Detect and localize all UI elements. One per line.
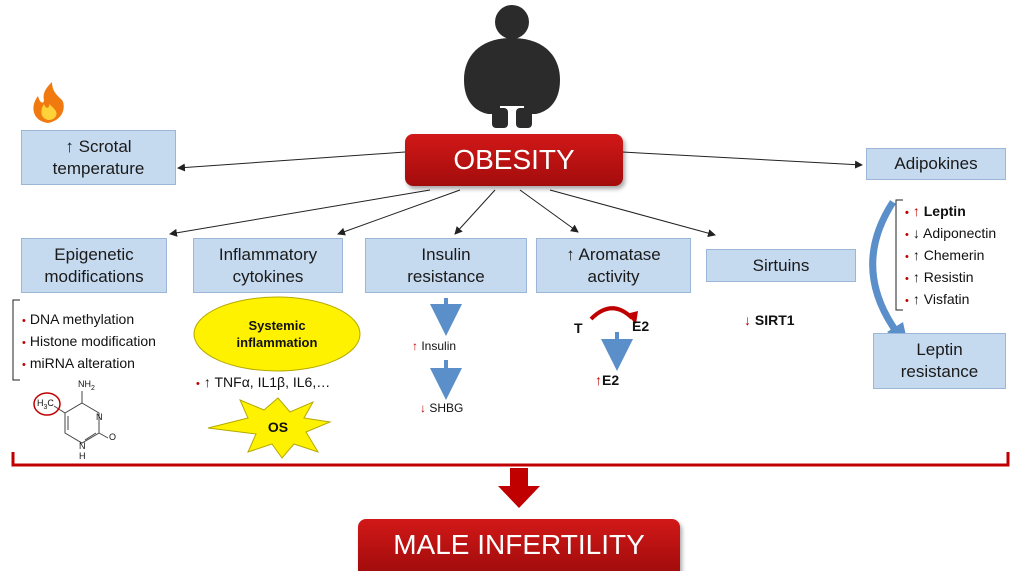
adipokine-item: •↑ Chemerin — [905, 247, 985, 263]
insulin-step1: ↑ Insulin — [412, 339, 457, 353]
leptin-resistance-curve — [869, 200, 901, 337]
adipokine-item: •↑ Leptin — [905, 203, 966, 219]
aromatase-line2: activity — [587, 266, 640, 286]
aromatase-result: ↑E2 — [595, 372, 620, 388]
aromatase-t-label: T — [574, 320, 583, 336]
molecule-diagram — [33, 391, 109, 444]
adipokines-label: Adipokines — [894, 154, 978, 173]
leptin-resistance-line1: Leptin — [916, 340, 963, 359]
leptin-resistance-box: Leptin resistance — [873, 333, 1006, 389]
adipokine-item: •↑ Visfatin — [905, 291, 970, 307]
obese-person-icon — [464, 5, 560, 128]
molecule-n-label: N — [96, 412, 103, 422]
scrotal-line1: Scrotal — [78, 136, 132, 156]
adipokines-list: •↑ Leptin •↓ Adiponectin •↑ Chemerin •↑ … — [905, 201, 996, 311]
molecule-nh2-label: NH2 — [78, 379, 95, 392]
scrotal-temperature-box: ↑ Scrotal temperature — [21, 130, 176, 185]
obesity-box: OBESITY — [405, 134, 623, 186]
inflammatory-box: Inflammatory cytokines — [193, 238, 343, 293]
os-burst — [207, 397, 332, 459]
adipokines-box: Adipokines — [866, 148, 1006, 180]
bottom-bracket — [11, 452, 1010, 467]
inflammatory-line2: cytokines — [232, 266, 304, 286]
leptin-resistance-line2: resistance — [900, 362, 979, 381]
arrow-to-aromatase — [519, 189, 579, 233]
insulin-line2: resistance — [407, 266, 485, 286]
adipokine-item: •↑ Resistin — [905, 269, 974, 285]
systemic-inflammation-text: Systemic inflammation — [236, 318, 318, 350]
epigenetic-item: •DNA methylation — [22, 311, 135, 327]
arrow-to-sirtuins — [549, 189, 716, 238]
molecule-h3c-label: H3C — [37, 398, 54, 411]
epigenetic-box: Epigenetic modifications — [21, 238, 167, 293]
arrow-to-scrotal — [177, 151, 406, 172]
arrow-to-inflammatory — [337, 189, 461, 236]
male-infertility-box: MALE INFERTILITY — [358, 519, 680, 571]
sirtuins-label: Sirtuins — [752, 255, 810, 275]
epigenetic-item: •Histone modification — [22, 333, 156, 349]
epigenetic-item: •miRNA alteration — [22, 355, 135, 371]
cytokine-list: •↑ TNFα, IL1β, IL6,… — [196, 374, 331, 390]
flame-icon — [33, 82, 64, 123]
os-label: OS — [267, 419, 289, 435]
aromatase-line1: ↑ Aromatase — [566, 244, 661, 264]
scrotal-line2: temperature — [52, 158, 145, 178]
epigenetic-bracket — [12, 299, 20, 381]
down-arrow — [498, 468, 540, 508]
arrow-to-epigenetic — [169, 189, 431, 237]
male-infertility-label: MALE INFERTILITY — [393, 529, 645, 560]
t-to-e2-curve — [589, 306, 634, 321]
aromatase-e2-label: E2 — [632, 318, 650, 334]
scrotal-up-arrow: ↑ — [65, 136, 74, 156]
epigenetic-line2: modifications — [44, 266, 144, 286]
arrow-to-adipokines — [621, 151, 863, 169]
adipokines-bracket — [895, 199, 903, 311]
insulin-line1: Insulin — [421, 244, 471, 264]
insulin-resistance-box: Insulin resistance — [365, 238, 527, 293]
sirtuins-result: ↓ SIRT1 — [744, 312, 795, 328]
molecule-nh-label: N — [79, 441, 86, 451]
arrow-to-insulin — [454, 189, 496, 235]
sirtuins-box: Sirtuins — [706, 249, 856, 282]
aromatase-box: ↑ Aromatase activity — [536, 238, 691, 293]
epigenetic-line1: Epigenetic — [54, 244, 134, 264]
adipokine-item: •↓ Adiponectin — [905, 225, 997, 241]
systemic-inflammation-ellipse — [193, 296, 361, 372]
molecule-h-label: H — [79, 451, 86, 461]
epigenetic-list: •DNA methylation •Histone modification •… — [22, 309, 156, 375]
molecule-o-label: O — [109, 432, 117, 442]
obesity-label: OBESITY — [453, 144, 575, 175]
insulin-step2: ↓ SHBG — [420, 401, 464, 415]
inflammatory-line1: Inflammatory — [218, 244, 318, 264]
